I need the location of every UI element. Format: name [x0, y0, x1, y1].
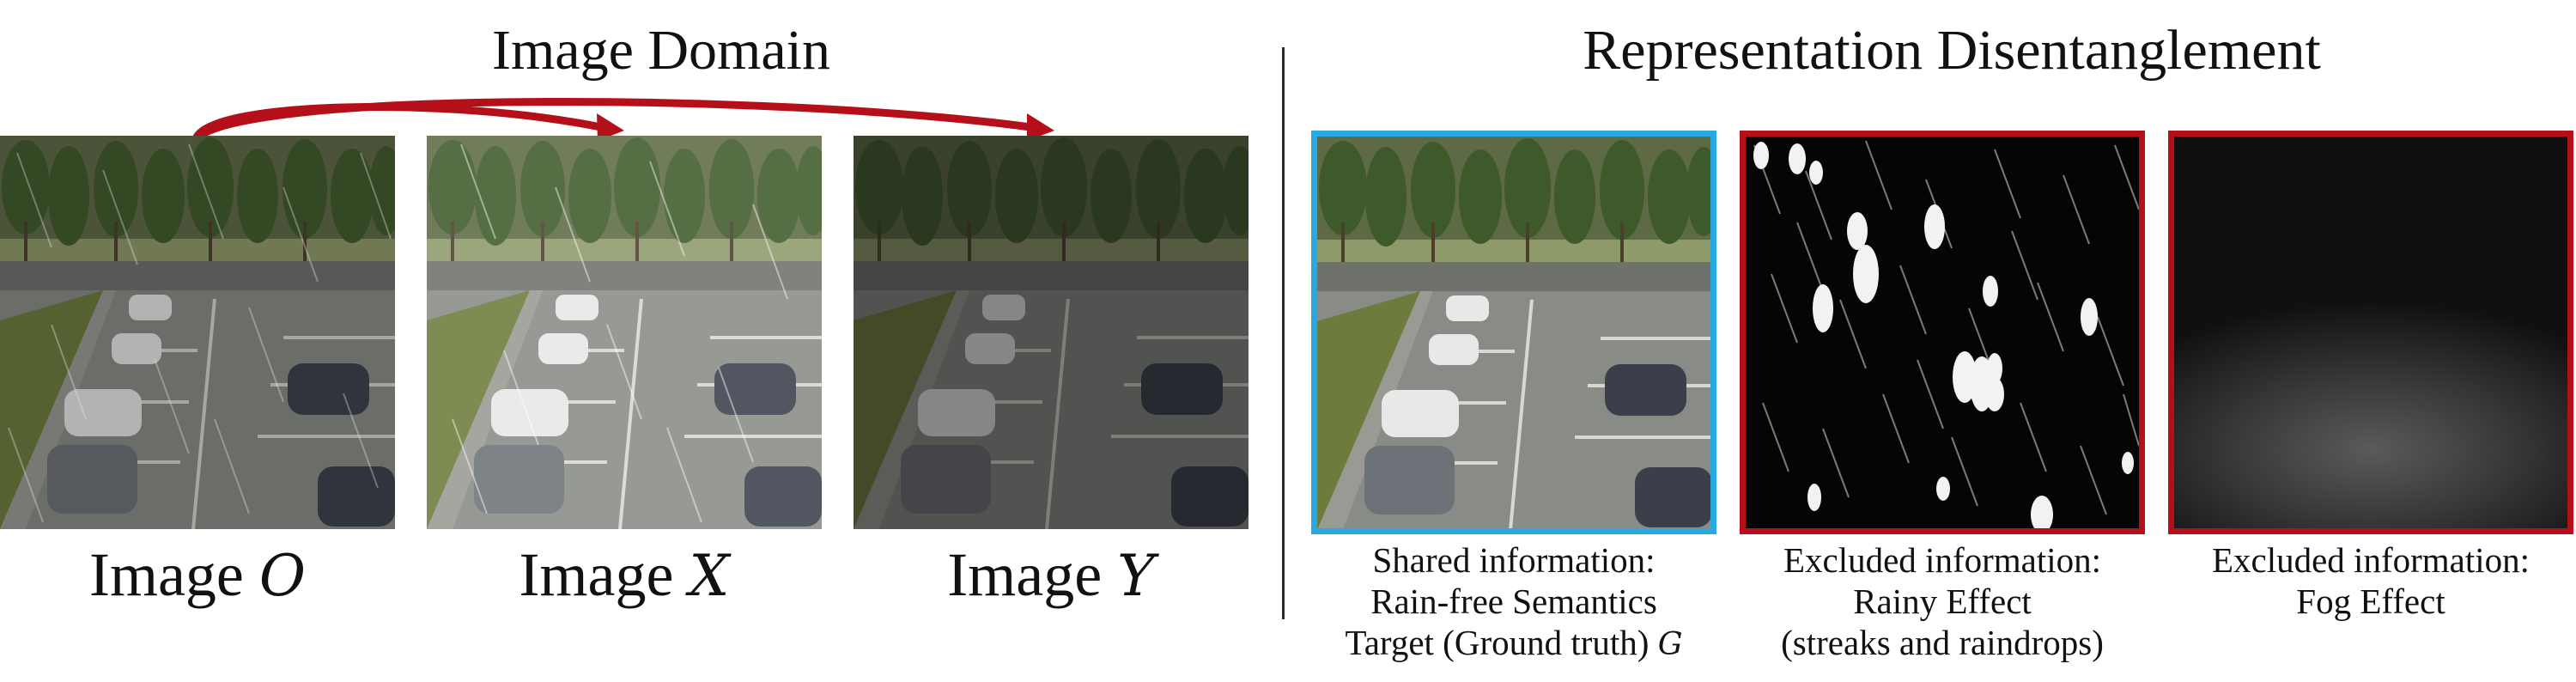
image-x-panel — [427, 136, 822, 529]
image-o-panel — [0, 136, 395, 529]
arrow-to-image-y — [192, 98, 1031, 143]
image-y-panel — [854, 136, 1249, 529]
shared-information-caption: Shared information: Rain-free Semantics … — [1345, 540, 1683, 662]
arrow-head-y — [1027, 113, 1054, 141]
image-domain-title: Image Domain — [491, 19, 831, 82]
image-x-caption: Image X — [519, 540, 730, 609]
fog-effect-panel — [2168, 131, 2573, 534]
image-o-caption: Image O — [88, 540, 307, 609]
image-o-rain-streaks — [8, 143, 392, 523]
image-y-caption: Image Y — [947, 540, 1155, 609]
rain-streaks-and-raindrops — [1753, 140, 2139, 528]
shared-information-panel — [1311, 131, 1716, 534]
representation-disentanglement-title: Representation Disentanglement — [1583, 19, 2321, 82]
arrow-to-image-x — [191, 103, 602, 142]
image-x-rain-streaks — [452, 143, 788, 523]
fog-effect-caption: Excluded information: Fog Effect — [2211, 540, 2530, 621]
arrow-head-x — [597, 113, 624, 141]
section-divider — [1282, 47, 1285, 619]
rainy-effect-panel — [1740, 131, 2145, 534]
ground-truth-scene — [1317, 137, 1712, 530]
rainy-effect-caption: Excluded information: Rainy Effect (stre… — [1781, 540, 2104, 662]
